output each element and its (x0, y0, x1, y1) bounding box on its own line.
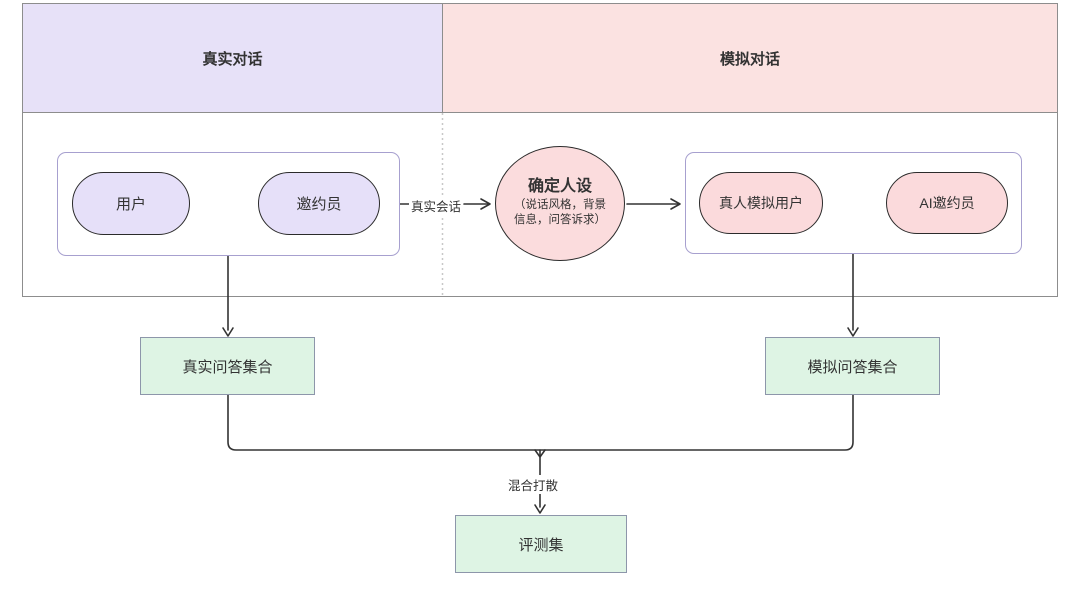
real-down-arrowhead-icon (222, 327, 234, 337)
sim-qa-set-box: 模拟问答集合 (765, 337, 940, 395)
sim-dialog-header: 模拟对话 (442, 3, 1058, 113)
sim-down-arrowhead-icon (847, 327, 859, 337)
inviter-node: 邀约员 (258, 172, 380, 235)
persona-title: 确定人设 (527, 178, 592, 196)
real-dialog-header: 真实对话 (22, 3, 443, 113)
merge-down-arrowhead-icon (534, 504, 546, 514)
human-sim-user-node: 真人模拟用户 (699, 172, 823, 234)
persona-circle: 确定人设 （说话风格，背景信息，问答诉求） (495, 146, 625, 261)
eval-set-box: 评测集 (455, 515, 627, 573)
persona-detail: （说话风格，背景信息，问答诉求） (514, 198, 606, 227)
merge-shuffle-label: 混合打散 (506, 475, 561, 494)
ai-inviter-node: AI邀约员 (886, 172, 1008, 234)
real-qa-set-box: 真实问答集合 (140, 337, 315, 395)
merge-rail (227, 394, 854, 451)
real-session-label: 真实会话 (409, 196, 464, 215)
user-node: 用户 (72, 172, 190, 235)
merge-junction-arrowhead-icon (534, 449, 546, 458)
